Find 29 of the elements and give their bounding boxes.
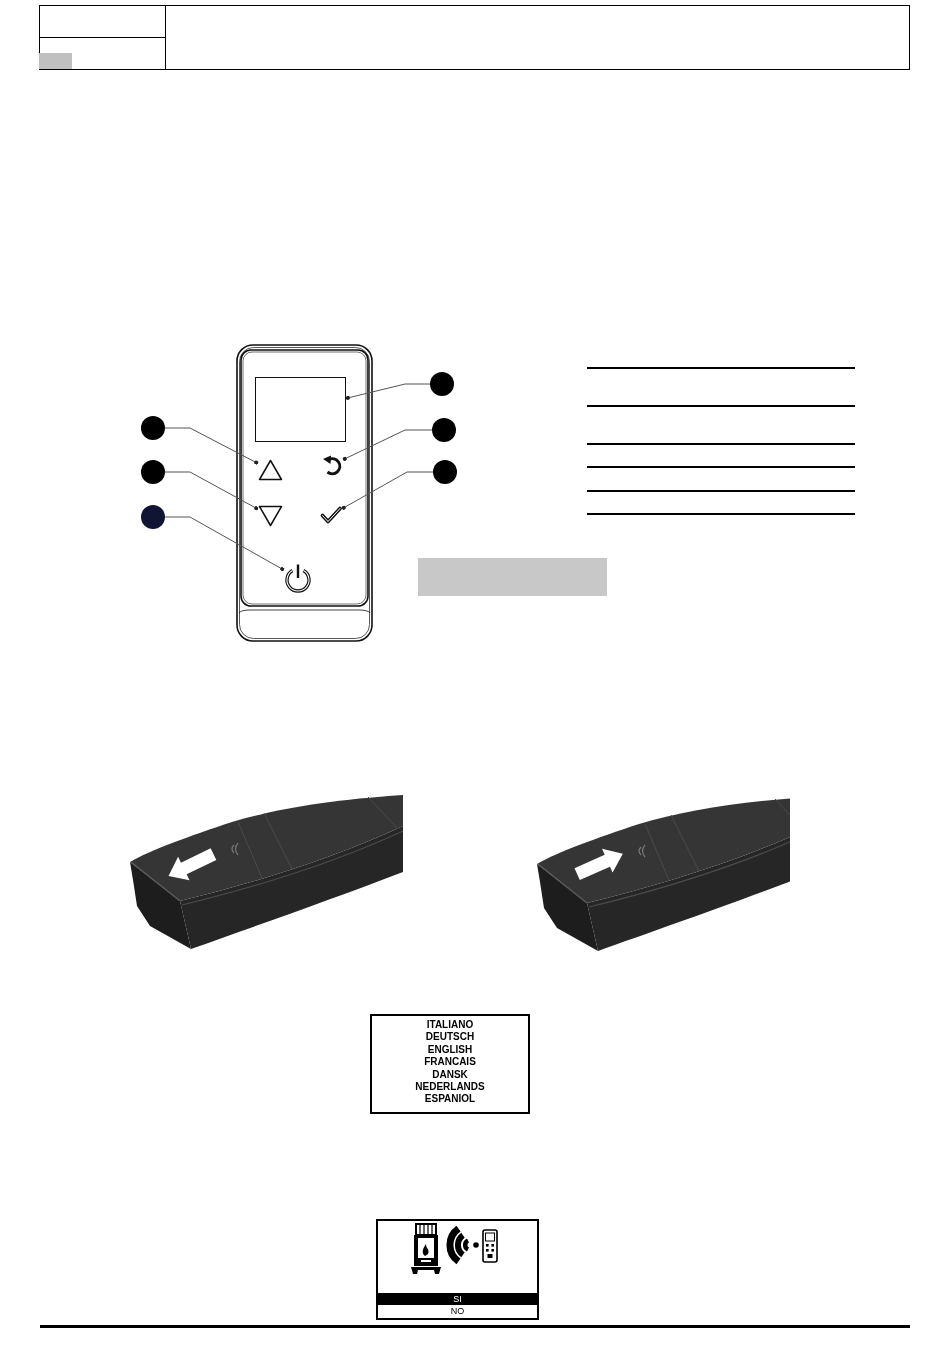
down-triangle-icon [258, 505, 283, 527]
leader-line [164, 427, 259, 465]
menu-option: DEUTSCH [425, 1031, 475, 1044]
menu-option: NEDERLANDS [415, 1081, 485, 1094]
callout-circle [430, 372, 454, 396]
menu-option: ENGLISH [427, 1043, 473, 1057]
menu-option: DANSK [432, 1068, 468, 1082]
menu-option: NO [378, 1305, 537, 1318]
highlighted-option: SI [378, 1293, 537, 1305]
language-menu-screen [370, 1014, 530, 1114]
power-icon [284, 563, 312, 593]
callout-circle [141, 505, 165, 529]
callout-circle [433, 460, 457, 484]
menu-option: FRANCAIS [424, 1056, 476, 1069]
up-triangle-icon [258, 459, 283, 481]
pairing-screen [376, 1219, 539, 1320]
leader-line [341, 471, 434, 510]
callout-circle [432, 418, 456, 442]
leader-line [342, 429, 433, 461]
leader-line [164, 471, 259, 511]
display-screen [255, 377, 346, 442]
return-arrow-icon [321, 454, 343, 476]
leader-line [345, 383, 431, 400]
callout-circle [141, 416, 165, 440]
menu-option: ITALIANO [426, 1019, 474, 1032]
leader-line [164, 516, 285, 572]
callout-circle [141, 460, 165, 484]
check-mark-icon [320, 506, 342, 524]
menu-option: ESPANIOL [424, 1093, 476, 1106]
